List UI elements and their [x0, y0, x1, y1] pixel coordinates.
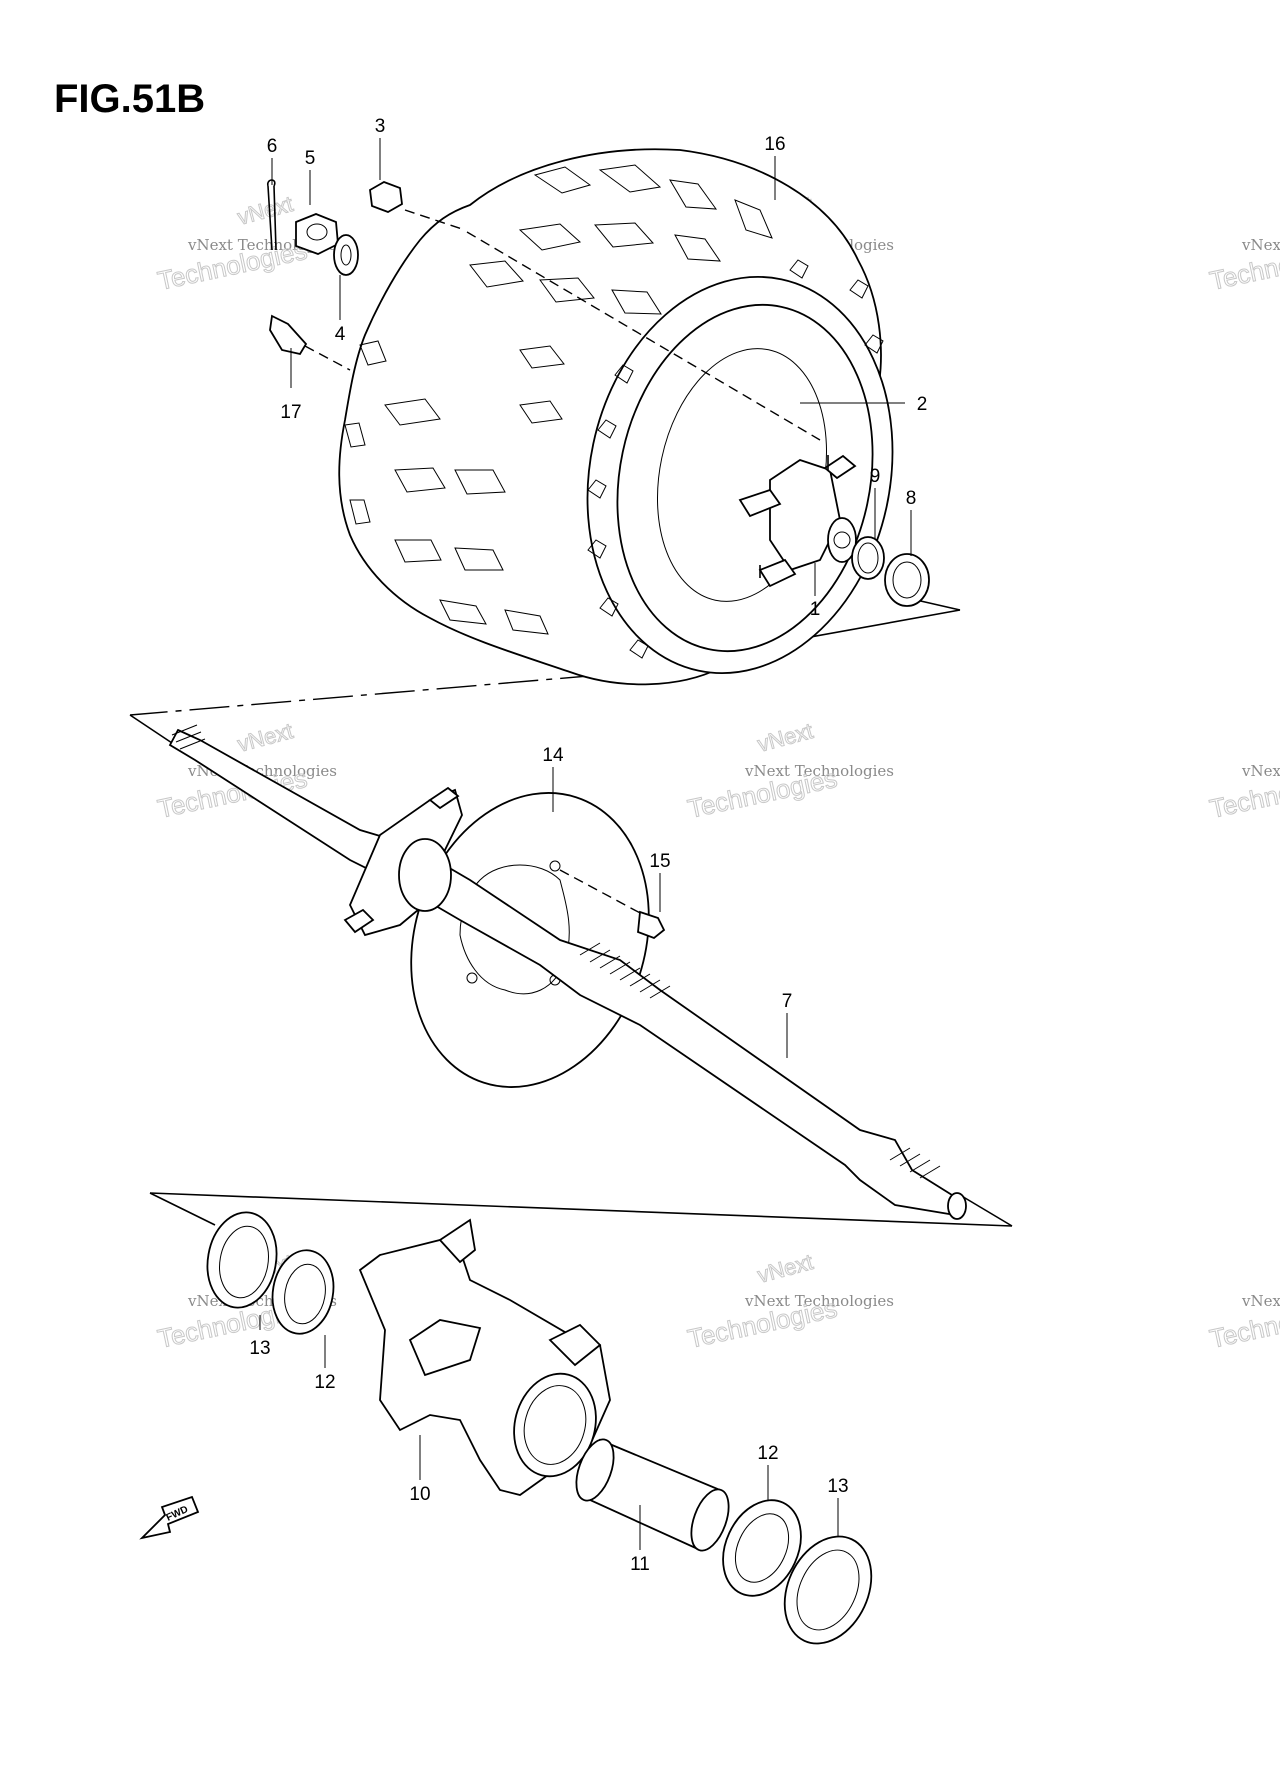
o-ring-9 — [851, 536, 885, 580]
svg-text:vNext: vNext — [755, 1249, 816, 1288]
svg-text:vNext: vNext — [755, 718, 816, 757]
callout-2: 2 — [917, 394, 928, 415]
callout-3: 3 — [375, 116, 386, 137]
callout-8: 8 — [906, 488, 917, 509]
figure-title: FIG.51B — [54, 77, 205, 121]
callout-15: 15 — [649, 851, 670, 872]
fwd-arrow-icon: FWD — [139, 1495, 200, 1540]
callout-10: 10 — [409, 1484, 430, 1505]
callout-6: 6 — [267, 136, 278, 157]
callout-9: 9 — [870, 466, 881, 487]
leader-lines — [259, 138, 912, 1550]
callout-4: 4 — [335, 324, 346, 345]
bearing-12-right — [722, 1499, 802, 1597]
svg-text:vNext: vNext — [235, 718, 296, 757]
watermark-bottom-center: vNext vNext Technologies Technologies — [685, 1249, 895, 1355]
oil-seal-13-right — [783, 1535, 873, 1645]
svg-text:vNext Technologies: vNext Technologies — [744, 1292, 894, 1310]
callout-5: 5 — [305, 148, 316, 169]
seal-8 — [884, 553, 930, 607]
callout-16: 16 — [764, 134, 785, 155]
callout-11: 11 — [630, 1554, 650, 1575]
callout-12-left: 12 — [314, 1372, 335, 1393]
bolt-15 — [637, 910, 666, 940]
washer-4 — [333, 234, 359, 276]
oil-seal-13-left — [206, 1211, 278, 1309]
hub — [738, 454, 857, 588]
valve-17 — [269, 314, 308, 356]
svg-text:vNext Technologies: vNext Technologies — [744, 762, 894, 780]
callout-14: 14 — [542, 745, 564, 766]
small-hardware — [267, 179, 821, 441]
callout-13-right: 13 — [827, 1476, 848, 1497]
axle-splines — [171, 724, 941, 1179]
axle-assembly — [168, 724, 967, 1220]
watermark-edge-bottom: vNext Technologies — [1241, 1292, 1280, 1310]
callout-13-left: 13 — [249, 1338, 270, 1359]
callout-1: 1 — [810, 599, 821, 620]
nut-3 — [369, 181, 403, 213]
tread-pattern — [344, 164, 773, 635]
castle-nut-5 — [295, 213, 339, 255]
sidewall-lugs — [587, 259, 884, 659]
svg-text:vNext: vNext — [235, 191, 296, 230]
housing-assembly: FWD — [139, 1211, 873, 1645]
callout-labels: 6 5 3 4 17 16 2 9 8 1 14 15 7 13 12 10 1… — [249, 116, 927, 1575]
callout-7: 7 — [782, 991, 793, 1012]
watermark-mid-center: vNext vNext Technologies Technologies — [685, 718, 895, 825]
watermark-edge-top: vNext Technologies — [1241, 236, 1280, 254]
watermark-edge-mid: vNext Technologies — [1241, 762, 1280, 780]
callout-12-right: 12 — [757, 1443, 778, 1464]
callout-17: 17 — [280, 402, 301, 423]
tire-assembly — [338, 148, 894, 686]
